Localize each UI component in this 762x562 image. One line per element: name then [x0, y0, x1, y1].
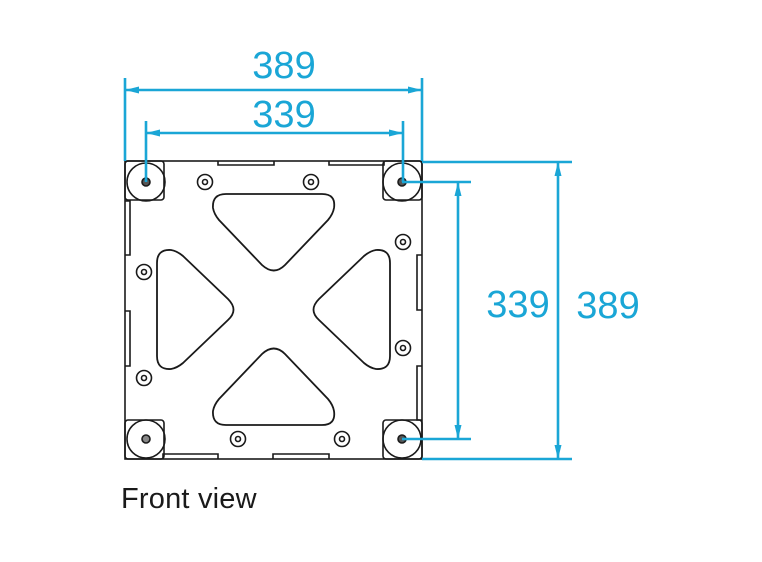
right-notch-top: [416, 254, 422, 311]
top-notch-right: [328, 161, 385, 166]
bottom-notch-right: [272, 453, 330, 459]
bottom-notch-left: [162, 453, 219, 459]
screw-hole-icon: [196, 173, 214, 191]
view-caption: Front view: [121, 483, 257, 515]
cutout-right: [312, 249, 391, 370]
dimension-top-outer: [123, 78, 424, 161]
dimension-right-outer: [422, 160, 572, 461]
dimension-label-right-outer: 389: [576, 285, 639, 327]
panel-frame: [124, 160, 423, 460]
left-notch-bottom: [125, 310, 131, 367]
dimensions: [123, 78, 572, 461]
cutouts: [156, 193, 391, 426]
top-notch-left: [217, 161, 275, 166]
screw-hole-icon: [135, 263, 153, 281]
dimension-label-top-outer: 389: [252, 45, 315, 87]
cutout-top: [212, 193, 336, 272]
dimension-right-inner: [402, 180, 471, 441]
screw-hole-icon: [135, 369, 153, 387]
screw-hole-icon: [394, 233, 412, 251]
left-notch-top: [125, 200, 131, 256]
screw-hole-icon: [333, 430, 351, 448]
screw-hole-icon: [229, 430, 247, 448]
corner-block-bottom-left: [124, 419, 166, 460]
dimension-top-inner: [144, 121, 405, 182]
screw-hole-icon: [394, 339, 412, 357]
dimension-label-top-inner: 339: [252, 94, 315, 136]
cutout-bottom: [212, 347, 336, 426]
screw-holes: [135, 173, 412, 448]
screw-hole-icon: [302, 173, 320, 191]
dimension-label-right-inner: 339: [486, 284, 549, 326]
panel-outline: [124, 160, 423, 460]
cutout-left: [156, 249, 235, 370]
